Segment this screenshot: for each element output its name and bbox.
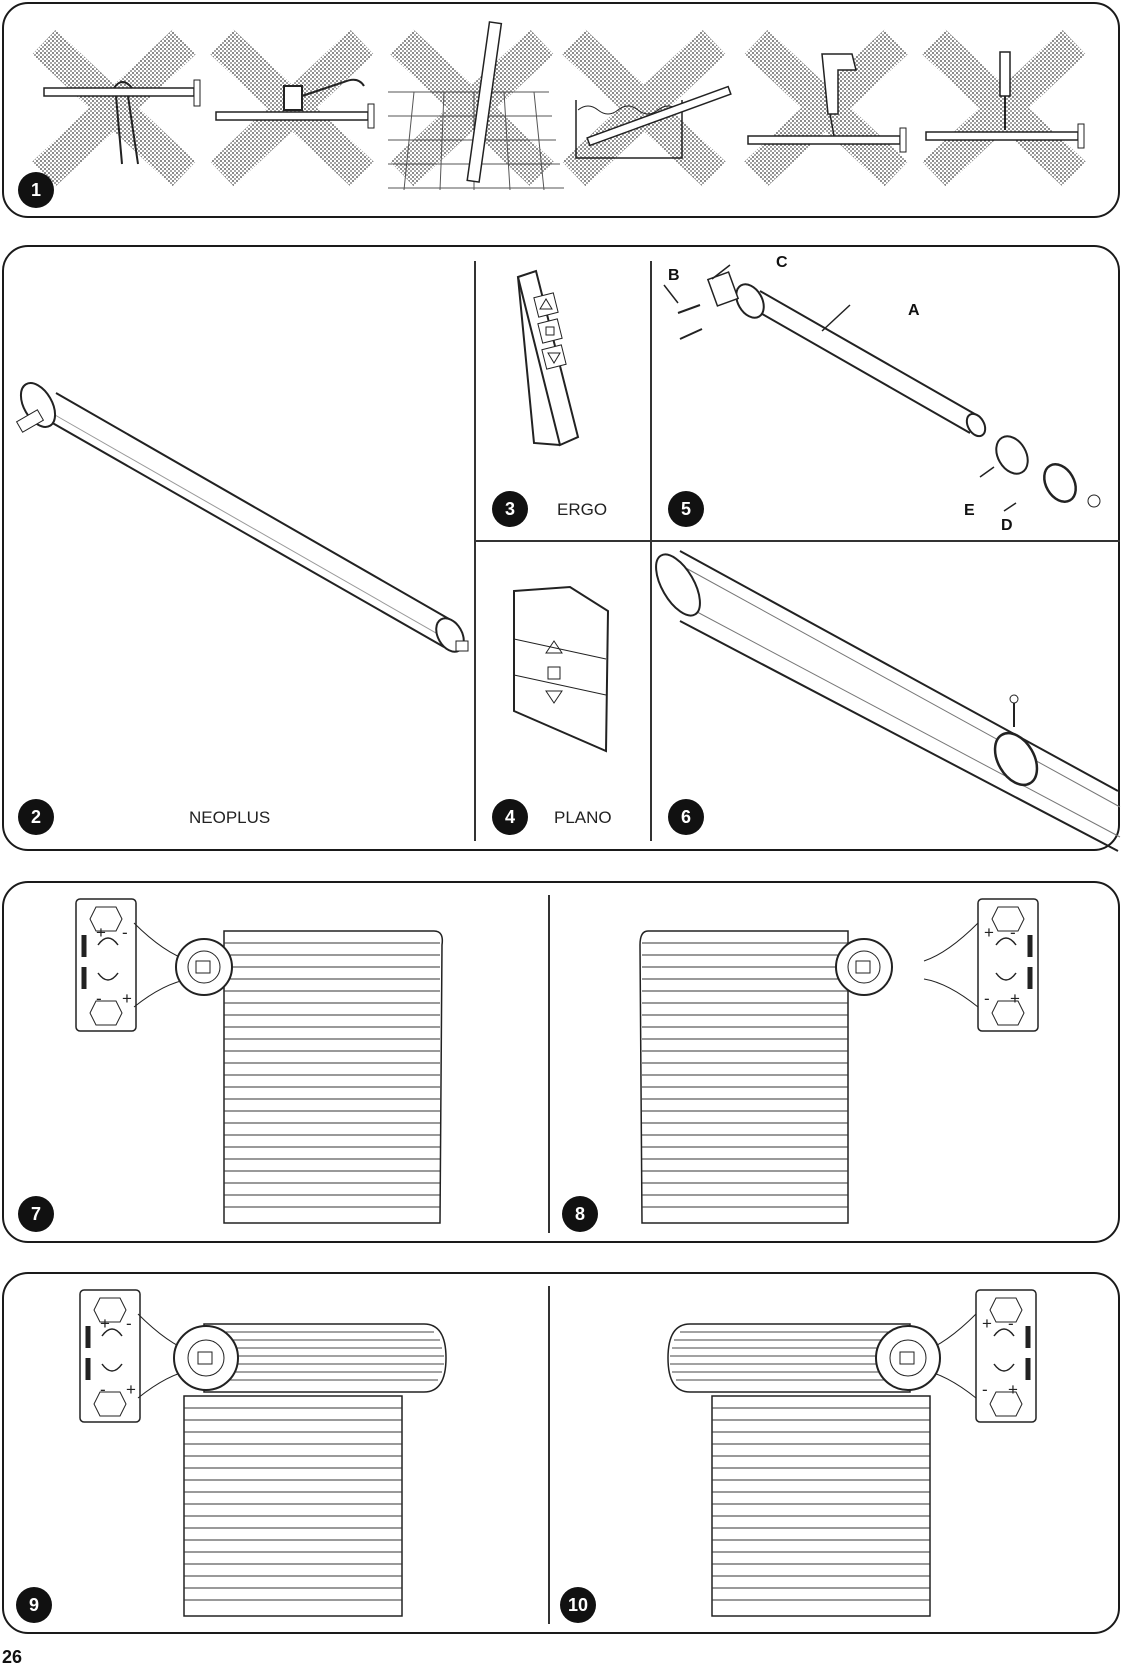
rotation-plus-sign: + bbox=[982, 1314, 992, 1333]
figure-caption: NEOPLUS bbox=[189, 808, 271, 827]
divider bbox=[474, 540, 1120, 542]
rotation-minus-sign: - bbox=[982, 1380, 988, 1399]
figure-number-badge: 10 bbox=[560, 1587, 596, 1623]
panel-figure-1: 1 bbox=[2, 2, 1120, 218]
figure-number-badge: 9 bbox=[16, 1587, 52, 1623]
rotation-plus-sign: + bbox=[100, 1314, 110, 1333]
shutter-left-motor-top-illustration bbox=[75, 898, 444, 1224]
no-screwing-icon bbox=[922, 29, 1086, 187]
rotation-minus-sign: - bbox=[100, 1380, 106, 1399]
rotation-minus-sign: - bbox=[984, 989, 990, 1008]
no-hammer-icon bbox=[210, 29, 375, 187]
rotation-plus-sign: + bbox=[122, 989, 132, 1008]
callout-label: E bbox=[964, 502, 975, 519]
divider bbox=[548, 895, 550, 1233]
figure-number-badge: 7 bbox=[18, 1196, 54, 1232]
panel-figures-7-8: + - - + 7 + - - + 8 bbox=[2, 881, 1120, 1243]
callout-label: C bbox=[776, 254, 788, 271]
callout-label: D bbox=[1001, 517, 1013, 534]
figure-number-badge: 6 bbox=[668, 799, 704, 835]
no-water-icon bbox=[562, 29, 732, 187]
rotation-plus-sign: + bbox=[96, 923, 106, 942]
no-pliers-icon bbox=[32, 29, 201, 187]
shutter-right-motor-top-illustration bbox=[639, 898, 1039, 1224]
callout-label: B bbox=[668, 267, 680, 284]
rotation-minus-sign: - bbox=[96, 989, 102, 1008]
figure-caption: ERGO bbox=[557, 500, 608, 519]
figure-caption: PLANO bbox=[554, 808, 612, 827]
callout-label: A bbox=[908, 302, 920, 319]
motor-exploded-illustration bbox=[663, 264, 1101, 512]
rotation-plus-sign: + bbox=[126, 1380, 136, 1399]
rotation-plus-sign: + bbox=[1008, 1380, 1018, 1399]
rotation-minus-sign: - bbox=[1008, 1314, 1014, 1333]
page-number: 26 bbox=[2, 1647, 23, 1667]
rotation-plus-sign: + bbox=[984, 923, 994, 942]
no-dropping-icon bbox=[388, 21, 564, 191]
motor-in-tube-illustration bbox=[655, 550, 1121, 852]
shutter-right-motor-back-illustration bbox=[667, 1289, 1037, 1617]
shutter-left-motor-back-illustration bbox=[79, 1289, 447, 1617]
panel-figures-2-6: 2 NEOPLUS 3 ERGO 4 PLANO A B C D E bbox=[2, 245, 1121, 852]
figure-number-badge: 4 bbox=[492, 799, 528, 835]
rotation-plus-sign: + bbox=[1010, 989, 1020, 1008]
panel-figures-9-10: + - - + 9 + - - + 10 bbox=[2, 1272, 1120, 1634]
figure-number-badge: 2 bbox=[18, 799, 54, 835]
rotation-minus-sign: - bbox=[122, 923, 128, 942]
prohibited-actions-illustrations bbox=[32, 21, 1086, 191]
figure-number-badge: 3 bbox=[492, 491, 528, 527]
divider bbox=[548, 1286, 550, 1624]
figure-number-badge: 8 bbox=[562, 1196, 598, 1232]
no-drilling-icon bbox=[744, 29, 908, 187]
tubular-motor-illustration bbox=[15, 382, 469, 653]
divider bbox=[650, 261, 652, 841]
ergo-remote-illustration bbox=[516, 269, 580, 447]
plano-switch-illustration bbox=[513, 585, 610, 753]
figure-number-badge: 1 bbox=[18, 172, 54, 208]
figure-number-badge: 5 bbox=[668, 491, 704, 527]
rotation-minus-sign: - bbox=[1010, 923, 1016, 942]
rotation-minus-sign: - bbox=[126, 1314, 132, 1333]
divider bbox=[474, 261, 476, 841]
